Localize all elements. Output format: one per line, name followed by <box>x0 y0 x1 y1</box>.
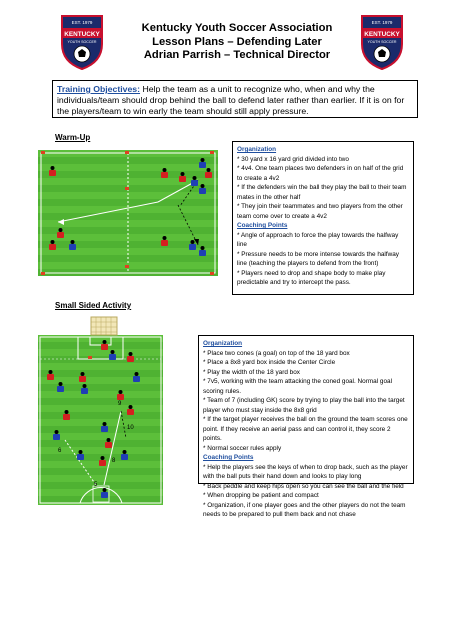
red-player <box>127 352 134 362</box>
red-player <box>117 390 124 400</box>
svg-text:KENTUCKY: KENTUCKY <box>364 31 400 38</box>
warmup-field-diagram <box>38 150 218 276</box>
blue-player <box>199 184 206 194</box>
ssa-organization-item: * Play the width of the 18 yard box <box>203 368 300 376</box>
ssa-title: Small Sided Activity <box>55 301 132 310</box>
warmup-coaching-item: * Players need to drop and shape body to… <box>237 269 386 287</box>
ssa-coaching-item: * Help the players see the keys of when … <box>203 463 408 481</box>
ssa-field-diagram <box>38 335 163 505</box>
red-player <box>49 240 56 250</box>
red-player <box>161 236 168 246</box>
cone-marker <box>41 272 45 275</box>
warmup-organization-item: * 4v4. One team places two defenders in … <box>237 165 404 182</box>
svg-text:KENTUCKY: KENTUCKY <box>64 31 100 38</box>
goal-net-icon <box>90 316 118 336</box>
warmup-coaching-item: * Pressure needs to be more intense towa… <box>237 250 399 268</box>
red-player <box>101 340 108 350</box>
blue-player <box>199 158 206 168</box>
cone-marker <box>125 265 129 268</box>
red-player <box>105 438 112 448</box>
warmup-coaching-item: * Angle of approach to force the play to… <box>237 231 399 249</box>
svg-text:EST. 1979: EST. 1979 <box>72 20 93 25</box>
warmup-organization-item: * They join their teammates and two play… <box>237 203 403 220</box>
warmup-title: Warm-Up <box>55 133 91 142</box>
cone-marker <box>41 151 45 154</box>
blue-player <box>191 176 198 186</box>
player-number-label: 8 <box>112 458 116 464</box>
red-player <box>161 168 168 178</box>
ssa-organization-item: * Normal soccer rules apply <box>203 444 282 452</box>
blue-player <box>199 246 206 256</box>
warmup-organization-item: * If the defenders win the ball they pla… <box>237 184 407 201</box>
blue-player <box>121 450 128 460</box>
kysa-logo-right: EST. 1979 KENTUCKY YOUTH SOCCER <box>361 15 403 70</box>
red-player <box>127 405 134 415</box>
player-number-label: 6 <box>58 448 62 454</box>
training-objectives-label: Training Objectives: <box>57 84 141 94</box>
cone-marker <box>210 151 214 154</box>
cone-marker <box>125 187 129 190</box>
ssa-organization-item: * If the target player receives the ball… <box>203 416 408 442</box>
player-number-label: 9 <box>118 401 122 407</box>
document-header: Kentucky Youth Soccer Association Lesson… <box>120 22 354 63</box>
blue-player <box>69 240 76 250</box>
svg-text:EST. 1979: EST. 1979 <box>372 20 393 25</box>
warmup-coaching-heading: Coaching Points <box>237 222 288 229</box>
header-author: Adrian Parrish – Technical Director <box>143 49 331 61</box>
blue-player <box>133 372 140 382</box>
blue-player <box>53 430 60 440</box>
warmup-instructions-box: Organization * 30 yard x 16 yard grid di… <box>232 141 414 295</box>
ssa-organization-heading: Organization <box>203 340 243 347</box>
blue-player <box>189 240 196 250</box>
red-player <box>205 168 212 178</box>
player-number-label: 5 <box>94 482 98 488</box>
cone-marker <box>210 272 214 275</box>
red-player <box>179 172 186 182</box>
red-player <box>79 372 86 382</box>
training-objectives-text: Help the team as a unit to recognize who… <box>57 84 405 116</box>
ssa-coaching-heading: Coaching Points <box>203 454 254 461</box>
red-player <box>57 228 64 238</box>
ssa-coaching-item: * When dropping be patient and compact <box>203 492 319 499</box>
kysa-logo-left: EST. 1979 KENTUCKY YOUTH SOCCER <box>61 15 103 70</box>
cone-marker <box>125 151 129 154</box>
blue-player <box>81 384 88 394</box>
warmup-organization-heading: Organization <box>237 146 277 153</box>
blue-player <box>77 450 84 460</box>
player-number-label: 10 <box>127 425 134 431</box>
warmup-organization-item: * 30 yard x 16 yard grid divided into tw… <box>237 155 349 163</box>
blue-player <box>101 488 108 498</box>
svg-text:YOUTH SOCCER: YOUTH SOCCER <box>368 40 397 44</box>
ssa-coaching-item: * Organization, if one player goes and t… <box>203 501 406 519</box>
blue-player <box>109 350 116 360</box>
ssa-organization-item: * Team of 7 (including GK) score by tryi… <box>203 397 405 414</box>
blue-player <box>101 422 108 432</box>
red-player <box>47 370 54 380</box>
ssa-organization-item: * Place a 8x8 yard box inside the Center… <box>203 359 336 366</box>
red-player <box>63 410 70 420</box>
ssa-coaching-item: * Back peddle and keep hips open so you … <box>203 482 404 490</box>
ssa-instructions-box: Organization * Place two cones (a goal) … <box>198 335 414 518</box>
ssa-organization-item: * Place two cones (a goal) on top of the… <box>203 349 350 357</box>
ssa-organization-item: * 7v5, working with the team attacking t… <box>203 378 392 395</box>
header-association: Kentucky Youth Soccer Association <box>141 22 333 34</box>
blue-player <box>57 382 64 392</box>
header-lesson-title: Lesson Plans – Defending Later <box>152 35 322 48</box>
training-objectives-box: Training Objectives: Help the team as a … <box>52 80 418 118</box>
red-player <box>99 456 106 466</box>
svg-text:YOUTH SOCCER: YOUTH SOCCER <box>68 40 97 44</box>
red-player <box>49 166 56 176</box>
